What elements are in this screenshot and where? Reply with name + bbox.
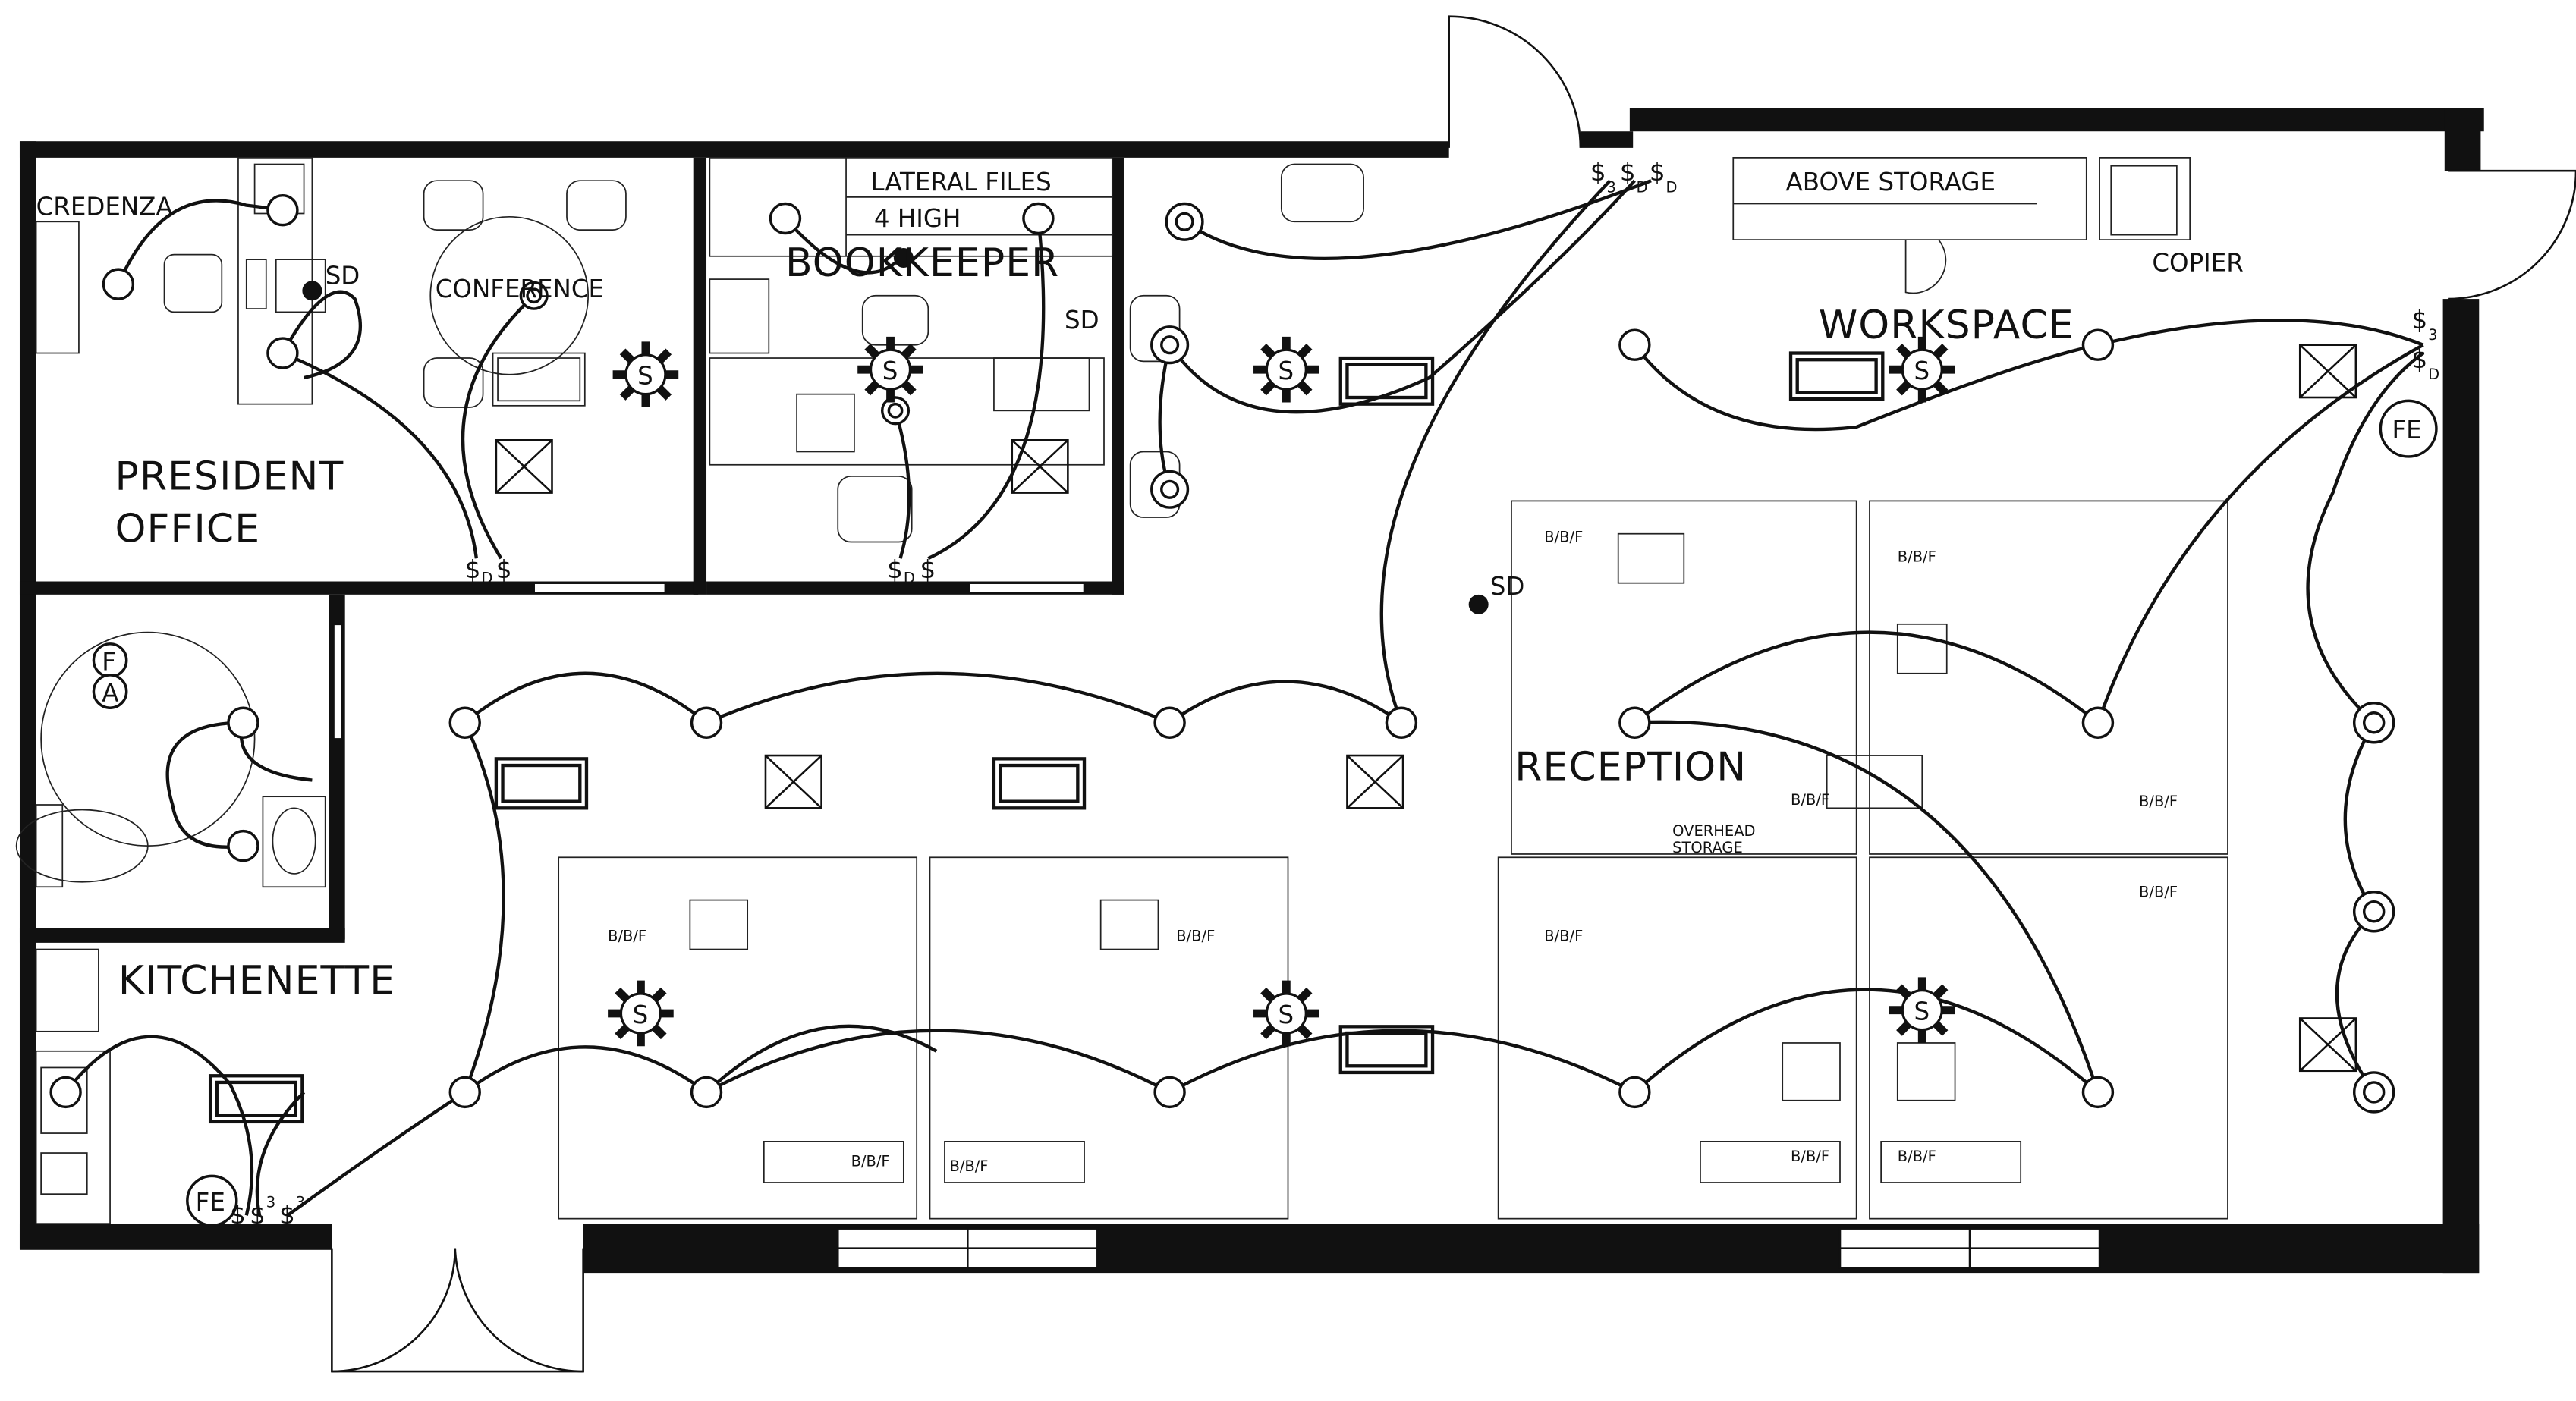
- svg-text:B/B/F: B/B/F: [1176, 928, 1215, 945]
- svg-text:$: $: [250, 1201, 266, 1230]
- switches: $D $ $D $ $3 $D $D $3 $D $ $3 $3: [230, 158, 2439, 1230]
- svg-text:$: $: [2411, 306, 2427, 335]
- exterior-walls: [19, 108, 2484, 1274]
- main-door-top: [1448, 15, 1582, 148]
- svg-text:3: 3: [266, 1193, 275, 1211]
- svg-text:$: $: [230, 1201, 246, 1230]
- ceiling-fan-icon: S: [1889, 977, 1955, 1043]
- side-door-right: [2448, 169, 2576, 300]
- svg-text:B/B/F: B/B/F: [1898, 1148, 1936, 1165]
- smoke-detector-label: SD: [1490, 572, 1525, 601]
- four-high-label: 4 HIGH: [874, 204, 961, 233]
- smoke-detector-label: SD: [326, 262, 360, 291]
- svg-text:$: $: [465, 555, 481, 584]
- overhead-storage-label: STORAGE: [1672, 839, 1743, 856]
- svg-text:B/B/F: B/B/F: [2139, 793, 2178, 810]
- overhead-storage-label: OVERHEAD: [1672, 822, 1755, 840]
- smoke-detector-label: SD: [1065, 306, 1099, 335]
- svg-text:S: S: [1914, 997, 1930, 1026]
- interior-walls: [19, 157, 1124, 943]
- svg-text:3: 3: [1607, 178, 1616, 196]
- svg-text:FE: FE: [2392, 416, 2422, 444]
- ceiling-fan-icon: S: [1253, 336, 1319, 403]
- ceiling-fan-icon: S: [608, 980, 674, 1047]
- svg-text:S: S: [1279, 357, 1294, 385]
- svg-text:D: D: [1665, 178, 1677, 196]
- doors[interactable]: [331, 15, 2576, 1373]
- svg-text:B/B/F: B/B/F: [1791, 1148, 1829, 1165]
- svg-text:$: $: [1590, 158, 1606, 187]
- svg-text:$: $: [496, 555, 512, 584]
- fixtures: [208, 344, 2357, 1124]
- svg-text:F: F: [102, 647, 116, 676]
- svg-text:S: S: [633, 1000, 649, 1029]
- room-labels: CREDENZA CONFERENCE PRESIDENT OFFICE LAT…: [36, 168, 2244, 1004]
- svg-text:D: D: [2428, 366, 2439, 383]
- bbf-labels: B/B/F B/B/F B/B/F B/B/F B/B/F B/B/F B/B/…: [608, 529, 2178, 1175]
- bookkeeper-label: BOOKKEEPER: [785, 240, 1059, 286]
- svg-text:B/B/F: B/B/F: [949, 1158, 988, 1175]
- svg-text:B/B/F: B/B/F: [1791, 791, 1829, 809]
- conference-label: CONFERENCE: [436, 275, 604, 303]
- svg-text:B/B/F: B/B/F: [1544, 928, 1583, 945]
- svg-text:$: $: [1650, 158, 1665, 187]
- svg-text:$: $: [920, 555, 936, 584]
- svg-text:$: $: [279, 1201, 295, 1230]
- circuit-wiring: [64, 179, 2424, 1217]
- svg-text:S: S: [637, 362, 653, 391]
- entry-door-right: [454, 1248, 584, 1373]
- president-office-label: OFFICE: [115, 507, 261, 552]
- safety-devices: SD SD SD FE FE F A: [92, 247, 2438, 1227]
- ceiling-fans: S S S S S S S: [608, 336, 1955, 1047]
- svg-text:S: S: [1279, 1000, 1294, 1029]
- ceiling-fan-icon: S: [612, 341, 679, 407]
- svg-text:D: D: [481, 570, 492, 587]
- svg-text:3: 3: [296, 1193, 305, 1211]
- svg-text:A: A: [102, 679, 118, 708]
- entry-door-left: [331, 1248, 457, 1373]
- svg-text:S: S: [882, 357, 898, 385]
- reception-label: RECEPTION: [1514, 745, 1747, 790]
- copier-label: COPIER: [2152, 248, 2243, 277]
- president-office-label: PRESIDENT: [115, 454, 344, 499]
- svg-text:S: S: [1914, 357, 1930, 385]
- fire-extinguisher-icon: FE: [186, 1174, 238, 1227]
- svg-text:D: D: [1637, 178, 1648, 196]
- svg-text:D: D: [904, 570, 915, 587]
- svg-text:B/B/F: B/B/F: [2139, 883, 2178, 900]
- ceiling-fan-icon: S: [857, 336, 923, 403]
- fire-extinguisher-icon: FE: [2379, 399, 2438, 458]
- above-storage-label: ABOVE STORAGE: [1786, 168, 1996, 196]
- workspace-label: WORKSPACE: [1819, 303, 2074, 348]
- svg-text:$: $: [1620, 158, 1636, 187]
- credenza-label: CREDENZA: [36, 193, 173, 221]
- svg-text:$: $: [887, 555, 903, 584]
- svg-text:FE: FE: [196, 1188, 225, 1217]
- svg-text:3: 3: [2428, 326, 2437, 344]
- svg-text:B/B/F: B/B/F: [851, 1152, 890, 1170]
- svg-text:B/B/F: B/B/F: [1544, 529, 1583, 546]
- ceiling-lights: [49, 193, 2395, 1114]
- svg-text:B/B/F: B/B/F: [1898, 548, 1936, 566]
- lateral-files-label: LATERAL FILES: [871, 168, 1052, 196]
- fire-alarm-icon: F A: [92, 642, 128, 709]
- svg-text:B/B/F: B/B/F: [608, 928, 646, 945]
- svg-text:$: $: [2411, 345, 2427, 374]
- kitchenette-label: KITCHENETTE: [118, 958, 395, 1004]
- ceiling-fan-icon: S: [1889, 336, 1955, 403]
- ceiling-fan-icon: S: [1253, 980, 1319, 1047]
